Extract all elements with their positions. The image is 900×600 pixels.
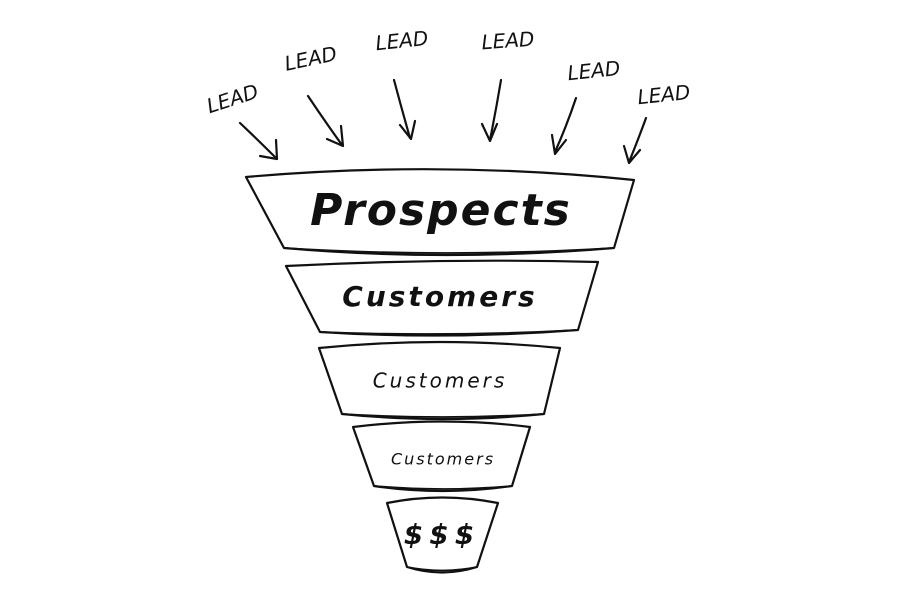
arrow-6 [622, 116, 648, 165]
funnel-stage-customers-3: Customers [351, 420, 532, 493]
lead-label-6: LEAD [636, 80, 691, 109]
arrow-3 [392, 78, 417, 141]
lead-label-5: LEAD [566, 56, 621, 85]
arrow-5 [550, 96, 578, 156]
stage-label-customers-2: Customers [373, 369, 508, 393]
lead-label-4: LEAD [481, 27, 535, 55]
funnel: Prospects Customers Customers Customers [244, 168, 636, 574]
lead-label-3: LEAD [374, 26, 429, 55]
stage-label-prospects: Prospects [310, 185, 572, 236]
arrow-2 [306, 94, 345, 148]
arrow-4 [480, 78, 503, 143]
lead-label-2: LEAD [282, 41, 339, 75]
lead-arrows [238, 78, 648, 165]
stage-label-money: $$$ [404, 518, 480, 551]
funnel-stage-customers-2: Customers [317, 340, 562, 421]
funnel-stage-prospects: Prospects [244, 168, 636, 257]
funnel-stage-money: $$$ [385, 496, 500, 574]
stage-label-customers-1: Customers [342, 280, 537, 313]
arrow-1 [238, 121, 279, 161]
stage-label-customers-3: Customers [391, 450, 495, 469]
funnel-stage-customers-1: Customers [284, 259, 600, 337]
lead-labels: LEAD LEAD LEAD LEAD LEAD LEAD [204, 26, 692, 118]
lead-label-1: LEAD [204, 79, 262, 118]
